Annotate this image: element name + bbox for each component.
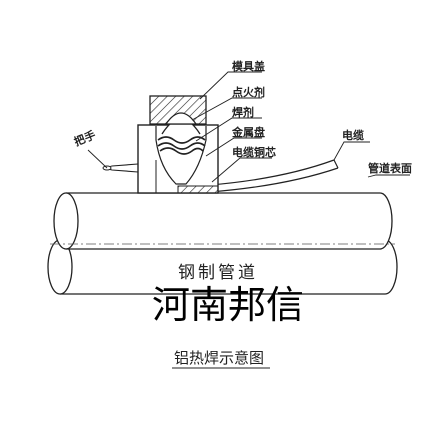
label-welding-agent: 焊剂: [232, 105, 254, 119]
label-handle: 把手: [72, 128, 98, 149]
label-cable-core: 电缆铜芯: [232, 145, 276, 159]
cable: [209, 159, 339, 193]
label-metal-disc: 金属盘: [231, 125, 265, 139]
mold-cover: [149, 95, 207, 125]
label-pipe-surface: 管道表面: [368, 161, 412, 175]
leader-lines: [87, 71, 410, 183]
cable-copper-core: [177, 185, 219, 194]
label-cable: 电缆: [342, 128, 364, 142]
handle: [102, 163, 139, 173]
watermark-text: 河南邦信: [152, 283, 304, 327]
diagram-caption: 铝热焊示意图: [174, 349, 264, 367]
label-igniter: 点火剂: [232, 85, 265, 99]
pipe-front: [50, 192, 395, 250]
pipe-label: 钢制管道: [178, 263, 258, 283]
label-mold-cover: 模具盖: [232, 59, 265, 73]
mold-body: [137, 118, 219, 194]
